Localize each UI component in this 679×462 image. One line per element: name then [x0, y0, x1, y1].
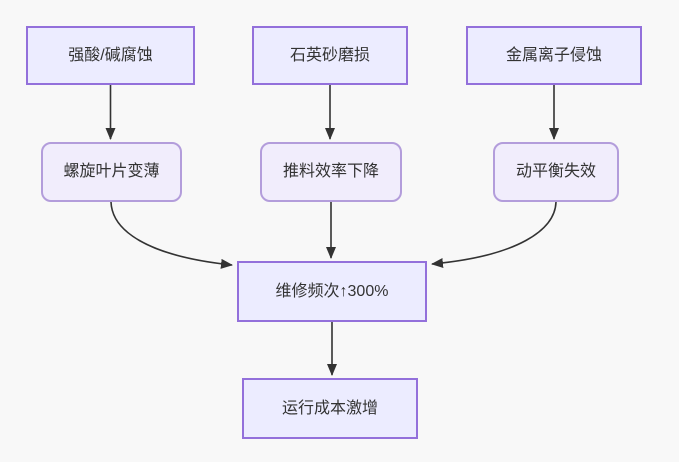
node-cause3: 金属离子侵蚀	[466, 26, 642, 85]
edge-effect3-hub	[431, 201, 557, 268]
edge-effect1-hub	[110, 201, 233, 269]
node-effect3: 动平衡失效	[493, 142, 619, 202]
node-cause2-label: 石英砂磨损	[289, 46, 370, 64]
node-outcome: 运行成本激增	[242, 378, 418, 439]
node-effect2: 推料效率下降	[260, 142, 402, 202]
node-cause1: 强酸/碱腐蚀	[26, 26, 195, 85]
node-effect1-label: 螺旋叶片变薄	[63, 163, 160, 181]
node-cause3-label: 金属离子侵蚀	[505, 46, 602, 64]
node-hub-label: 维修频次↑300%	[275, 282, 389, 300]
node-cause2: 石英砂磨损	[252, 26, 408, 85]
node-hub: 维修频次↑300%	[237, 261, 427, 322]
node-effect3-label: 动平衡失效	[515, 163, 596, 181]
node-effect1: 螺旋叶片变薄	[41, 142, 182, 202]
node-cause1-label: 强酸/碱腐蚀	[68, 46, 153, 64]
node-outcome-label: 运行成本激增	[281, 399, 378, 417]
node-effect2-label: 推料效率下降	[282, 163, 379, 181]
